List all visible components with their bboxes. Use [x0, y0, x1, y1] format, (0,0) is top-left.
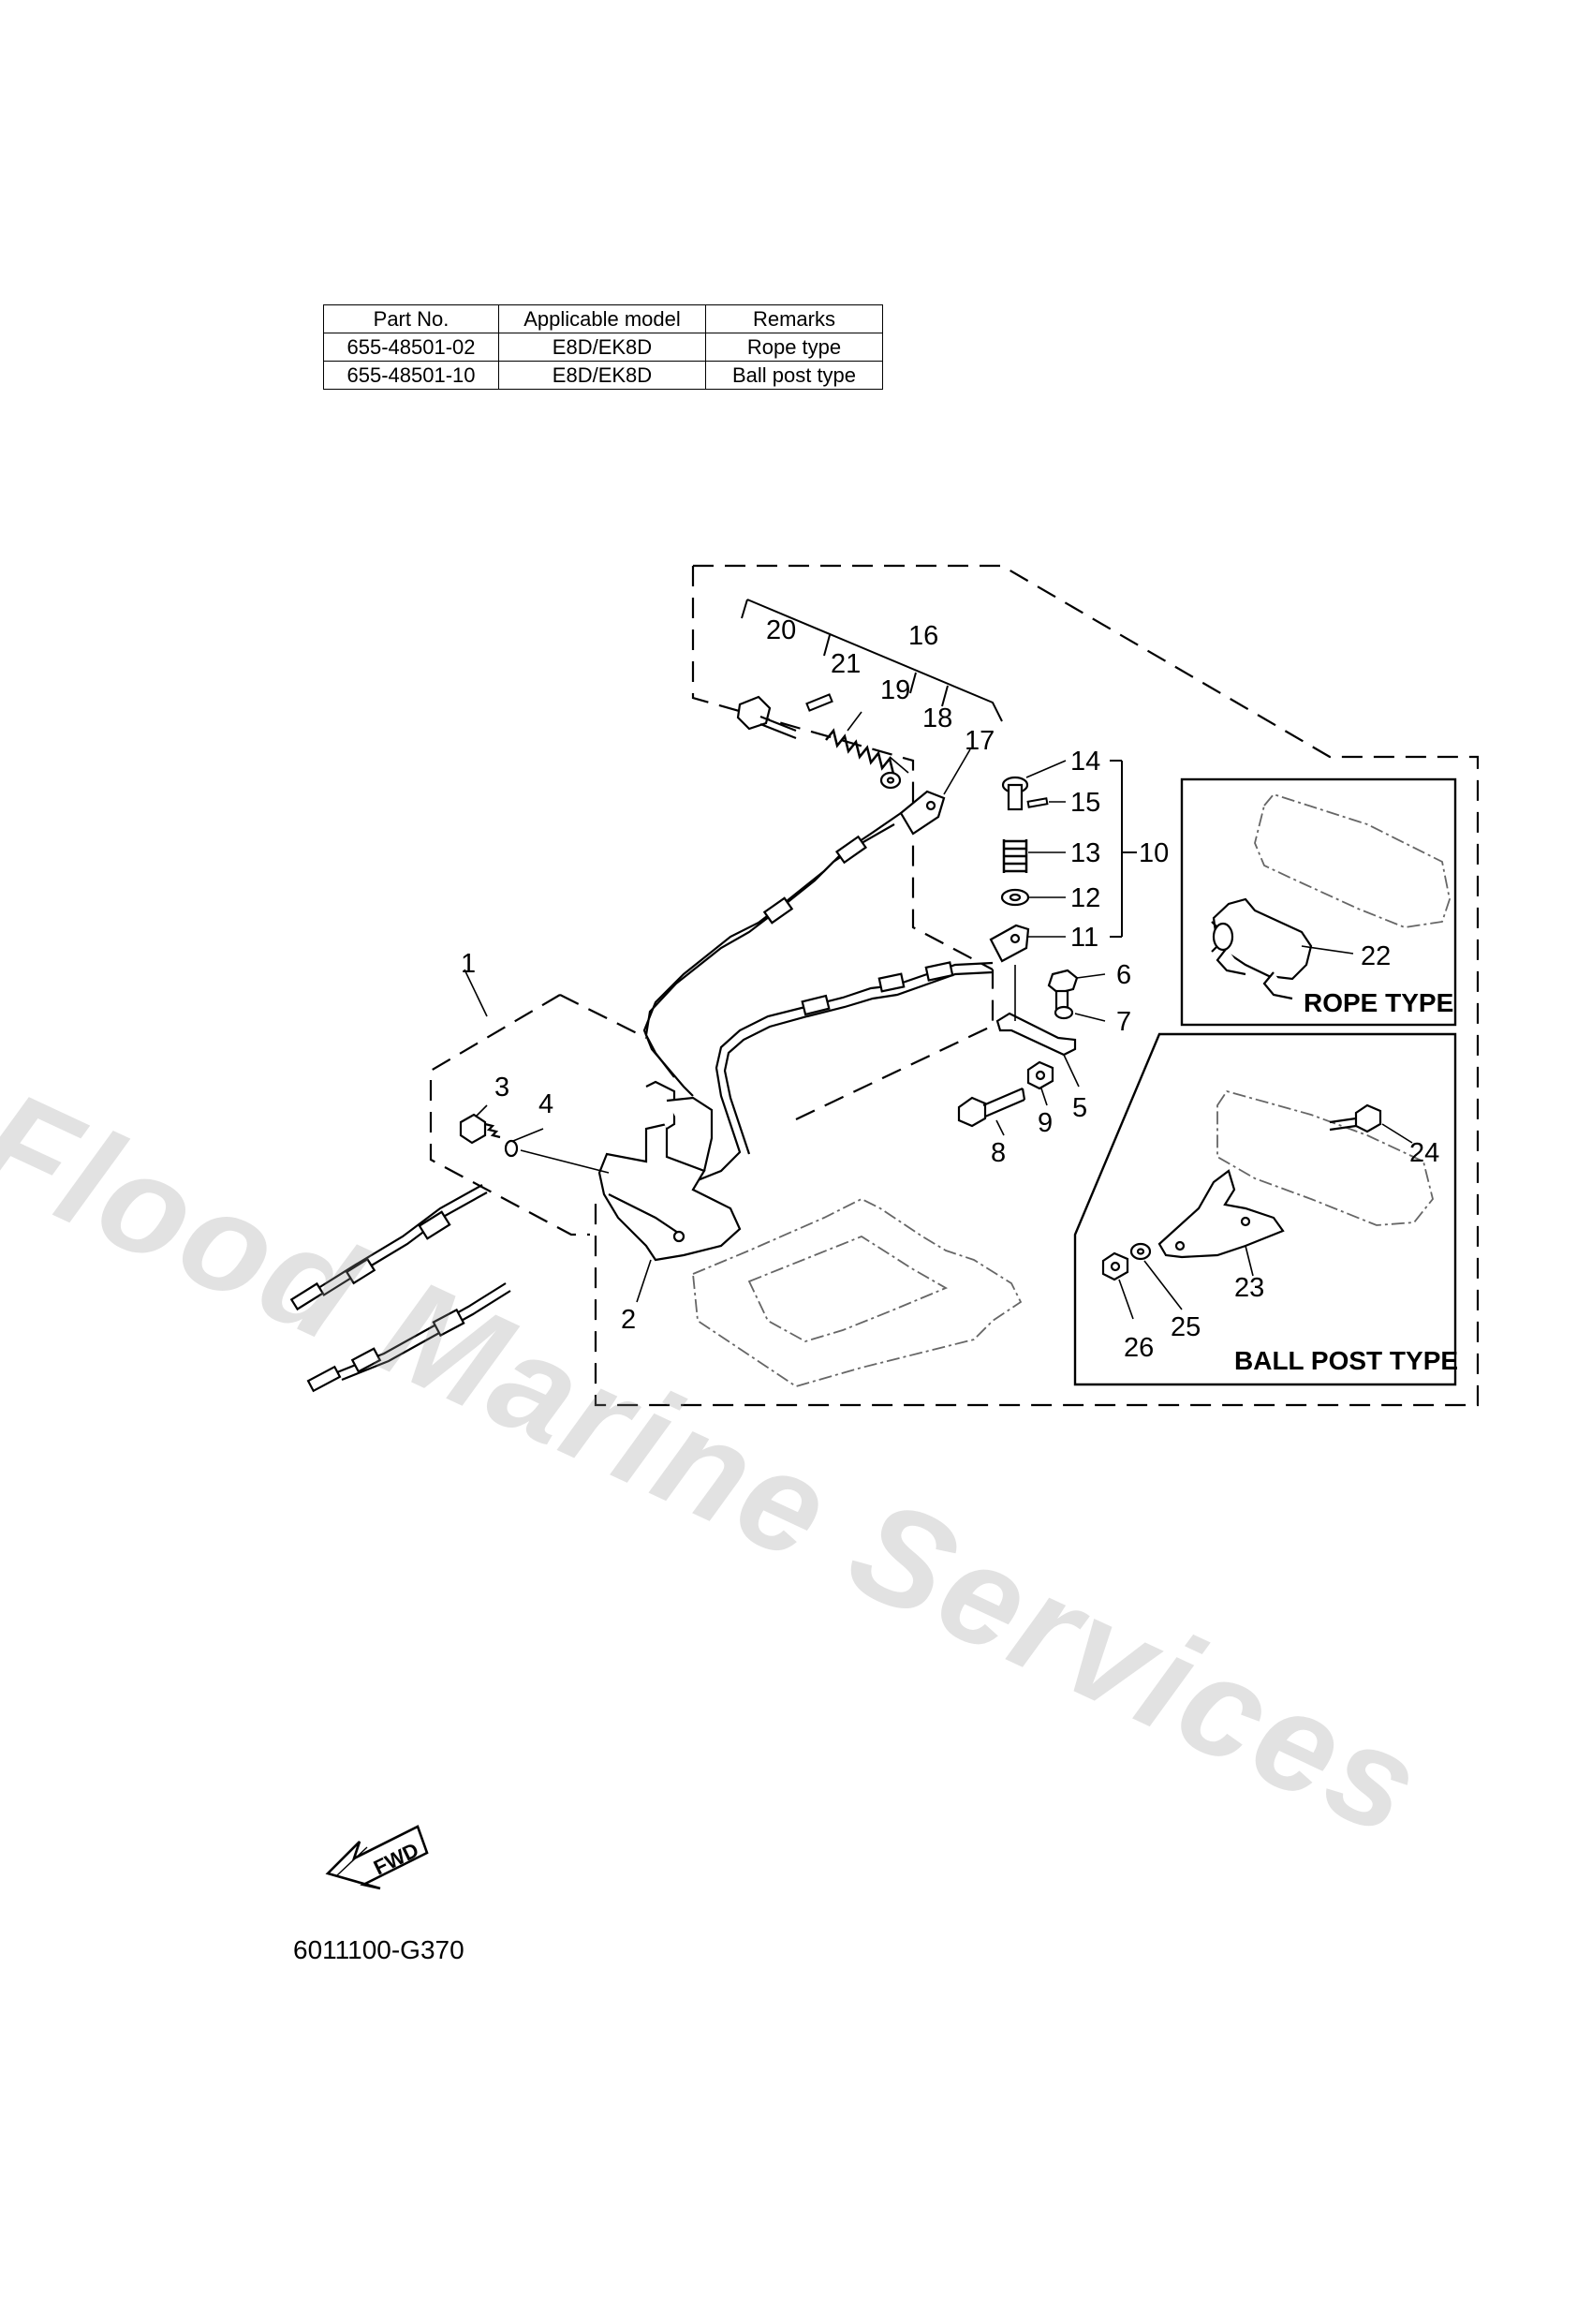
callout-18: 18 [922, 703, 952, 733]
callout-5: 5 [1072, 1093, 1087, 1123]
callout-7: 7 [1116, 1007, 1131, 1037]
part-17-cable-end [899, 790, 946, 836]
part-18-washer [879, 771, 902, 790]
callout-13: 13 [1070, 838, 1100, 868]
parts-table: Part No. Applicable model Remarks 655-48… [323, 304, 883, 390]
callout-15: 15 [1070, 788, 1100, 818]
engine-base-outline [692, 1197, 1023, 1387]
callout-16: 16 [908, 621, 938, 651]
group-16-bracket [741, 599, 1003, 722]
remote-cable-ends [289, 1184, 511, 1393]
callout-24: 24 [1409, 1138, 1439, 1168]
callout-leaders-lower [464, 711, 1106, 1303]
callout-21: 21 [831, 649, 861, 679]
part-7-washer [1054, 1005, 1074, 1020]
callout-25: 25 [1171, 1312, 1201, 1342]
callout-14: 14 [1070, 747, 1100, 777]
callout-labels: 1 2 3 4 5 6 7 8 9 10 11 12 13 14 15 16 1… [461, 615, 1458, 1375]
figure-code: 6011100-G370 [293, 1935, 464, 1964]
callout-3: 3 [494, 1073, 509, 1103]
callout-9: 9 [1038, 1108, 1053, 1138]
part-25-washer [1129, 1242, 1152, 1261]
callout-26: 26 [1124, 1333, 1154, 1363]
group-16-boundary [691, 566, 994, 970]
callout-1: 1 [461, 949, 476, 979]
part-9-nut [1026, 1060, 1054, 1090]
part-23-ball-post-bracket [1157, 1169, 1285, 1259]
part-5-plate [995, 965, 1077, 1057]
part-3-bolt [459, 1113, 501, 1145]
callout-leaders-10 [1025, 760, 1067, 938]
fwd-arrow-icon: FWD [325, 1825, 429, 1890]
callout-4: 4 [538, 1089, 553, 1119]
group-10-bracket [1110, 760, 1137, 938]
part-26-nut [1101, 1251, 1129, 1281]
shift-cable [645, 961, 994, 1201]
part-4-washer [504, 1139, 519, 1158]
table-cell: Ball post type [705, 361, 883, 390]
part-8-bolt [957, 1087, 1026, 1128]
callout-10: 10 [1139, 838, 1169, 868]
callout-23: 23 [1234, 1273, 1264, 1303]
part-6-bolt [1047, 969, 1079, 1012]
table-header-applicable-model: Applicable model [498, 304, 706, 333]
callout-20: 20 [766, 615, 796, 645]
table-row: 655-48501-10 E8D/EK8D Ball post type [323, 361, 883, 390]
part-15-pin [1026, 797, 1049, 808]
callout-8: 8 [991, 1138, 1006, 1168]
part-14-bolt [1001, 776, 1029, 811]
callout-12: 12 [1070, 883, 1100, 913]
table-cell: E8D/EK8D [498, 361, 706, 390]
part-21-pin [805, 693, 833, 712]
callout-17: 17 [965, 726, 995, 756]
part-13-spring [1002, 839, 1028, 873]
callout-6: 6 [1116, 960, 1131, 990]
ball-post-type-inset [1073, 1032, 1457, 1386]
ball-post-type-label: BALL POST TYPE [1234, 1346, 1458, 1375]
assembly-boundary [594, 564, 1480, 1407]
ballpost-engine-outline [1216, 1089, 1434, 1226]
callout-2: 2 [621, 1305, 636, 1335]
rope-engine-outline [1254, 792, 1451, 928]
callout-22: 22 [1361, 941, 1391, 971]
rope-type-label: ROPE TYPE [1304, 988, 1453, 1017]
part-24-bolt [1329, 1103, 1382, 1133]
callout-11: 11 [1070, 923, 1098, 953]
group-1-boundary [429, 970, 995, 1236]
callout-19: 19 [880, 675, 910, 705]
table-header-row: Part No. Applicable model Remarks [323, 304, 883, 333]
part-11-joint [989, 924, 1030, 963]
table-header-part-no: Part No. [323, 304, 499, 333]
part-2-bracket [597, 1080, 742, 1262]
leader-line [520, 1149, 610, 1174]
part-19-spring [825, 728, 895, 775]
table-header-remarks: Remarks [705, 304, 883, 333]
rope-type-inset [1180, 777, 1457, 1027]
part-20-bolt [736, 695, 797, 740]
table-cell: 655-48501-10 [323, 361, 499, 390]
throttle-cable [642, 812, 902, 1097]
part-12-washer [1000, 888, 1030, 907]
part-22-rope-guide [1211, 897, 1313, 1000]
table-cell: Rope type [705, 333, 883, 362]
